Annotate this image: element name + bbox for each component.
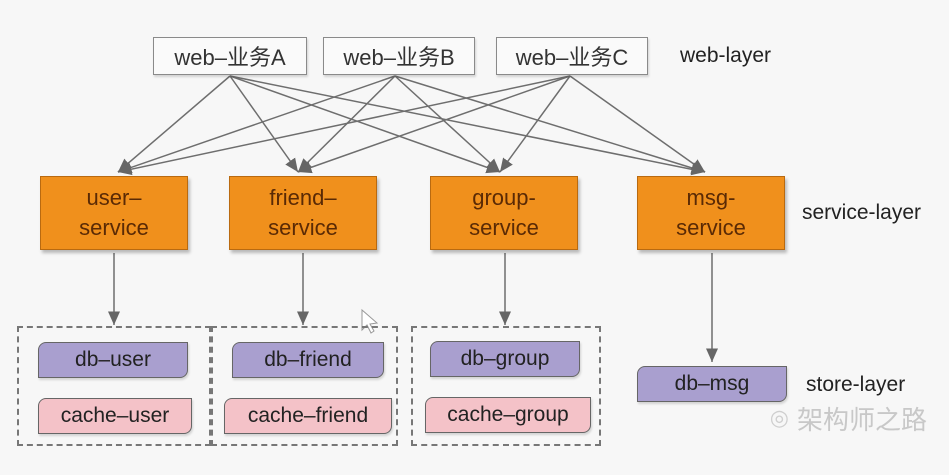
cache-friend: cache–friend [224,398,392,434]
edge-webC-user [117,75,571,176]
edge-webA-user [117,75,231,173]
edge-webA-friend [229,75,299,173]
web-box-b: web–业务B [323,37,475,75]
db-friend: db–friend [232,342,384,378]
user-service-box: user– service [40,176,188,250]
watermark-text: 架构师之路 [796,406,927,436]
friend-service-box: friend– service [229,176,377,250]
cache-group: cache–group [425,397,591,433]
user-store-group [17,326,211,446]
msg-service-box: msg- service [637,176,785,250]
edge-webB-user [117,75,396,174]
edge-webB-msg [394,75,706,174]
mouse-cursor-icon [361,308,379,334]
store-layer-label: store-layer [806,373,906,396]
group-store-group [411,326,601,446]
web-layer-label: web-layer [680,44,772,67]
edge-webB-group [394,75,501,173]
group-service-box: group- service [430,176,578,250]
cache-user: cache–user [38,398,192,434]
edge-webA-group [229,75,501,174]
edge-webC-friend [297,75,571,174]
edge-webC-msg [569,75,706,173]
db-user: db–user [38,342,188,378]
service-layer-label: service-layer [802,201,922,224]
web-box-c: web–业务C [496,37,648,75]
wechat-icon: ◎ [769,406,789,431]
edge-webA-msg [229,75,706,176]
web-box-a: web–业务A [153,37,307,75]
watermark: ◎ 架构师之路 [770,400,927,437]
friend-store-group [211,326,398,446]
db-group: db–group [430,341,580,377]
db-msg: db–msg [637,366,787,402]
edge-webC-group [499,75,571,173]
